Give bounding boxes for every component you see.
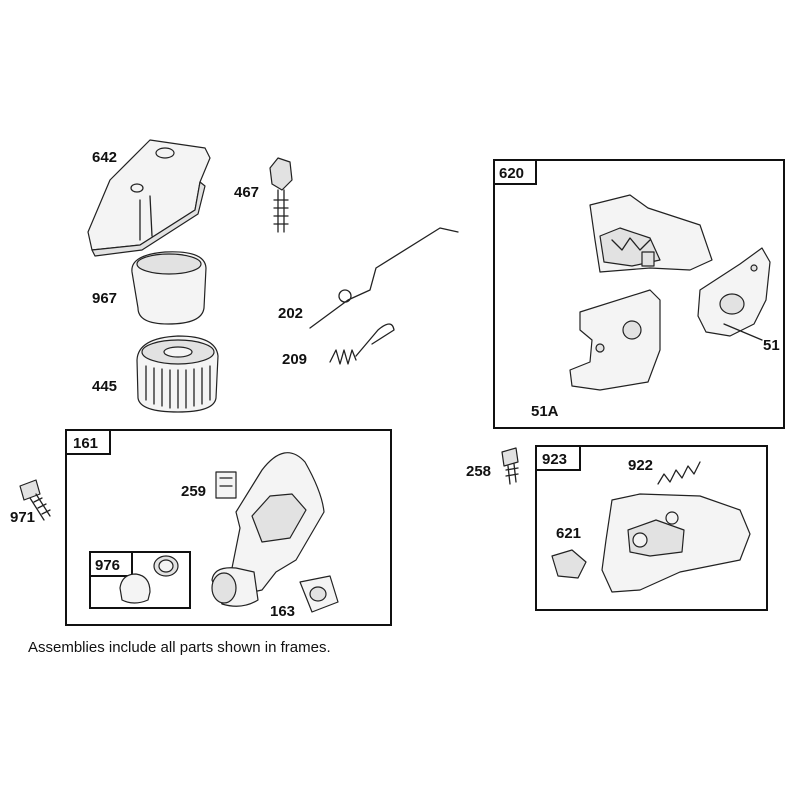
governor-link — [309, 227, 459, 329]
label-51: 51 — [763, 337, 780, 354]
breather-259 — [215, 471, 237, 499]
tag-620 — [493, 159, 537, 185]
assemblies-footnote: Assemblies include all parts shown in fr… — [28, 639, 331, 656]
frame-923 — [535, 445, 768, 611]
label-620: 620 — [499, 165, 524, 182]
label-922: 922 — [628, 457, 653, 474]
frame-620 — [493, 159, 785, 429]
air-cleaner-knob — [269, 157, 293, 233]
label-163: 163 — [270, 603, 295, 620]
label-51a: 51A — [531, 403, 559, 420]
label-976: 976 — [95, 557, 120, 574]
control-bracket-621 — [551, 493, 751, 593]
air-cleaner-cover — [87, 139, 211, 257]
control-bracket-assembly — [589, 194, 713, 273]
elbow-hose-976 — [119, 555, 179, 604]
label-621: 621 — [556, 525, 581, 542]
spring-922 — [657, 461, 701, 485]
bolt-971 — [19, 479, 51, 521]
label-258: 258 — [466, 463, 491, 480]
frame-976 — [89, 551, 191, 609]
label-967: 967 — [92, 290, 117, 307]
air-filter-cartridge — [136, 335, 219, 413]
frame-161 — [65, 429, 392, 626]
label-642: 642 — [92, 149, 117, 166]
label-971: 971 — [10, 509, 35, 526]
tag-161 — [65, 429, 111, 455]
label-445: 445 — [92, 378, 117, 395]
gasket-163 — [299, 575, 339, 613]
bracket-plate — [569, 289, 661, 391]
label-161: 161 — [73, 435, 98, 452]
label-259: 259 — [181, 483, 206, 500]
air-cleaner-base — [211, 452, 325, 607]
label-923: 923 — [542, 451, 567, 468]
tag-923 — [535, 445, 581, 471]
screw-258 — [501, 447, 519, 485]
pre-cleaner — [131, 251, 207, 325]
label-467: 467 — [234, 184, 259, 201]
label-202: 202 — [278, 305, 303, 322]
tag-976 — [89, 551, 133, 577]
label-209: 209 — [282, 351, 307, 368]
governor-spring — [329, 323, 395, 365]
gasket-51 — [697, 247, 771, 341]
